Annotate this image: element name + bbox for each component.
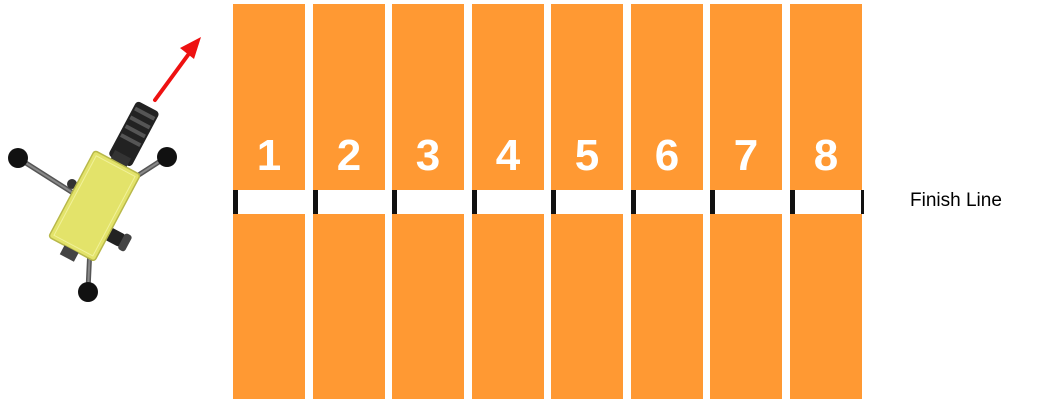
- direction-arrow-icon: [155, 37, 201, 100]
- finish-tick: [790, 190, 795, 214]
- finish-tick: [631, 190, 636, 214]
- finish-line-label: Finish Line: [910, 188, 1002, 214]
- finish-tick: [233, 190, 238, 214]
- finish-tick: [392, 190, 397, 214]
- tripod-camera-icon: [0, 0, 220, 320]
- lane-number: 1: [233, 131, 305, 181]
- finish-tick: [710, 190, 715, 214]
- lane-number: 7: [710, 131, 782, 181]
- lane-number: 5: [551, 131, 623, 181]
- finish-tick: [313, 190, 318, 214]
- finish-line: [233, 190, 864, 214]
- finish-tick-end: [861, 190, 864, 214]
- finish-tick: [472, 190, 477, 214]
- lane-number: 4: [472, 131, 544, 181]
- lane-number: 8: [790, 131, 862, 181]
- lane-number: 6: [631, 131, 703, 181]
- finish-tick: [551, 190, 556, 214]
- lane-number: 2: [313, 131, 385, 181]
- lane-number: 3: [392, 131, 464, 181]
